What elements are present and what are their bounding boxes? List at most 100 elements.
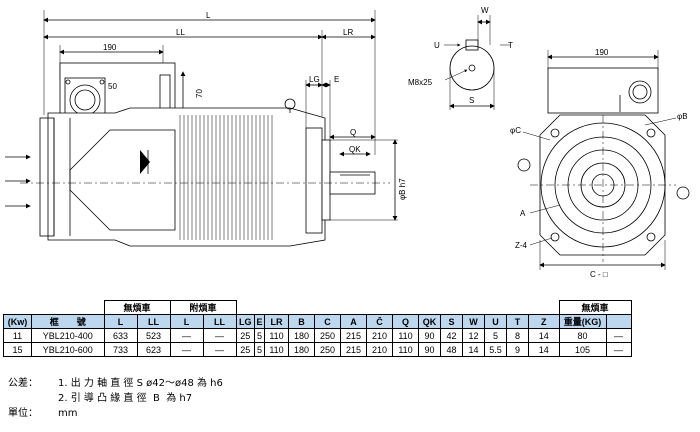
dim-50-label: 50 <box>108 82 117 91</box>
dim-U-label: U <box>434 41 440 50</box>
table-cell: 48 <box>440 342 463 357</box>
spec-table: 無煩車 附煩車 無煩車 (Kw) 框 號 L LL L LL LG <box>3 300 632 357</box>
table-cell: 250 <box>314 328 341 343</box>
col-header: U <box>484 314 507 329</box>
table-cell: 14 <box>462 342 485 357</box>
col-header: Q <box>392 314 419 329</box>
table-cell: 110 <box>392 328 419 343</box>
table-cell: 523 <box>136 328 171 343</box>
group-header-weight-no-brake: 無煩車 <box>558 300 632 315</box>
table-cell: 210 <box>366 342 393 357</box>
col-header: LG <box>235 314 255 329</box>
dim-W-label: W <box>481 6 489 15</box>
table-cell: 12 <box>462 328 485 343</box>
col-header: S <box>440 314 463 329</box>
dim-M8x25-label: M8x25 <box>408 78 433 87</box>
table-cell: 80 <box>558 328 607 343</box>
dim-T-label: T <box>508 41 513 50</box>
table-cell: 90 <box>418 328 441 343</box>
unit-label: 單位： <box>8 408 38 419</box>
table-cell: 15 <box>3 342 32 357</box>
col-header: (Kw) <box>3 314 32 329</box>
dim-LG-label: LG <box>309 75 320 84</box>
table-row: 15 YBL210-600 733 623 — — 25 5 110 180 2… <box>3 342 632 357</box>
tolerance-label: 公差： <box>8 378 38 389</box>
table-cell: — <box>169 342 204 357</box>
col-header: C <box>314 314 341 329</box>
table-cell: 210 <box>366 328 393 343</box>
group-header-with-brake: 附煩車 <box>169 300 237 315</box>
table-cell: 25 <box>235 342 255 357</box>
table-cell: 9 <box>506 342 529 357</box>
table-cell: 8 <box>506 328 529 343</box>
dim-S-label: S <box>469 96 475 105</box>
dim-E-label: E <box>334 75 340 84</box>
column-header-row: (Kw) 框 號 L LL L LL LG E LR B C A C̄ Q QK… <box>3 314 632 329</box>
dim-A-label: A <box>520 209 526 218</box>
table-cell: 215 <box>340 328 367 343</box>
table-cell: 90 <box>418 342 441 357</box>
dim-LR-label: LR <box>343 28 354 37</box>
col-header: L <box>169 314 204 329</box>
table-cell: 5 <box>254 342 265 357</box>
col-header: Z <box>528 314 560 329</box>
col-header: 框 號 <box>31 314 105 329</box>
dim-190-side-label: 190 <box>103 43 117 52</box>
dim-LL-label: LL <box>176 28 185 37</box>
table-cell: 5.5 <box>484 342 507 357</box>
table-cell: 14 <box>528 328 560 343</box>
col-header: LL <box>136 314 171 329</box>
group-header-row: 無煩車 附煩車 無煩車 <box>4 300 632 315</box>
table-cell: 11 <box>3 328 32 343</box>
dim-Z4-label: Z-4 <box>515 241 527 250</box>
table-cell: 42 <box>440 328 463 343</box>
tolerance-note-1: 1. 出 力 軸 直 徑 S ø42～ø48 為 h6 <box>58 378 223 389</box>
table-cell: — <box>605 328 632 343</box>
dim-L-label: L <box>206 11 211 20</box>
dim-190-top-label: 190 <box>595 48 609 57</box>
table-cell: 623 <box>136 342 171 357</box>
table-cell: YBL210-400 <box>31 328 105 343</box>
motor-drawing <box>5 10 690 270</box>
dim-phiB-label: φB <box>677 112 688 121</box>
table-row: 11 YBL210-400 633 523 — — 25 5 110 180 2… <box>3 328 632 343</box>
table-cell: 250 <box>314 342 341 357</box>
col-header: A <box>340 314 367 329</box>
table-cell: 110 <box>264 328 289 343</box>
col-header: W <box>462 314 485 329</box>
col-header: B <box>288 314 315 329</box>
dim-phiC-label: φC <box>510 126 521 135</box>
table-cell: 110 <box>264 342 289 357</box>
col-header <box>605 314 632 329</box>
col-header: 重量(KG) <box>558 314 607 329</box>
col-header: L <box>103 314 138 329</box>
table-cell: 180 <box>288 342 315 357</box>
table-cell: 5 <box>254 328 265 343</box>
dim-Cbox-label: C - □ <box>590 270 608 279</box>
dim-70-label: 70 <box>195 89 204 98</box>
table-cell: — <box>202 328 237 343</box>
table-cell: — <box>605 342 632 357</box>
table-cell: 215 <box>340 342 367 357</box>
dim-Q-label: Q <box>350 128 357 137</box>
col-header: LL <box>202 314 237 329</box>
col-header: LR <box>264 314 289 329</box>
table-cell: 180 <box>288 328 315 343</box>
table-cell: 633 <box>103 328 138 343</box>
table-cell: 14 <box>528 342 560 357</box>
table-cell: YBL210-600 <box>31 342 105 357</box>
col-header: T <box>506 314 529 329</box>
col-header: E <box>254 314 265 329</box>
dim-QK-label: QK <box>349 145 361 154</box>
unit-value: mm <box>58 408 78 419</box>
table-cell: 110 <box>392 342 419 357</box>
table-cell: — <box>202 342 237 357</box>
col-header: QK <box>418 314 441 329</box>
col-header: C̄ <box>366 314 393 329</box>
dim-phiB-h7-label: φB h7 <box>398 178 407 200</box>
table-cell: 5 <box>484 328 507 343</box>
table-cell: 105 <box>558 342 607 357</box>
table-cell: 733 <box>103 342 138 357</box>
table-cell: 25 <box>235 328 255 343</box>
table-cell: — <box>169 328 204 343</box>
